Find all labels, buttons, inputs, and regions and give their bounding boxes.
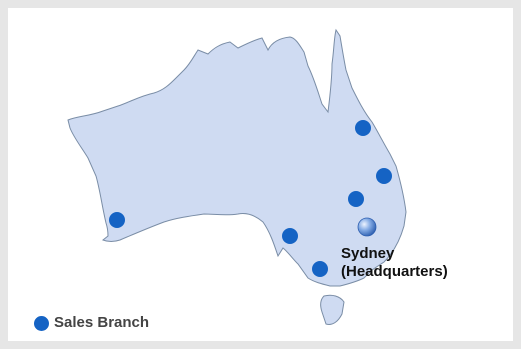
sales-branch-marker[interactable] (348, 191, 364, 207)
sales-branch-marker[interactable] (312, 261, 328, 277)
hq-role: (Headquarters) (341, 263, 448, 280)
mainland-outline (67, 28, 407, 287)
sales-branch-marker[interactable] (109, 212, 125, 228)
tasmania-outline (320, 294, 345, 325)
headquarters-marker[interactable] (357, 217, 377, 237)
sales-branch-marker[interactable] (282, 228, 298, 244)
circle-icon (34, 315, 49, 331)
legend: Sales Branch (34, 314, 149, 332)
sales-branch-marker[interactable] (376, 168, 392, 184)
legend-label: Sales Branch (54, 314, 150, 331)
australia-map (67, 28, 407, 325)
headquarters-label: Sydney (Headquarters) (341, 245, 448, 281)
sales-branch-marker[interactable] (355, 120, 371, 136)
hq-city: Sydney (341, 245, 395, 262)
